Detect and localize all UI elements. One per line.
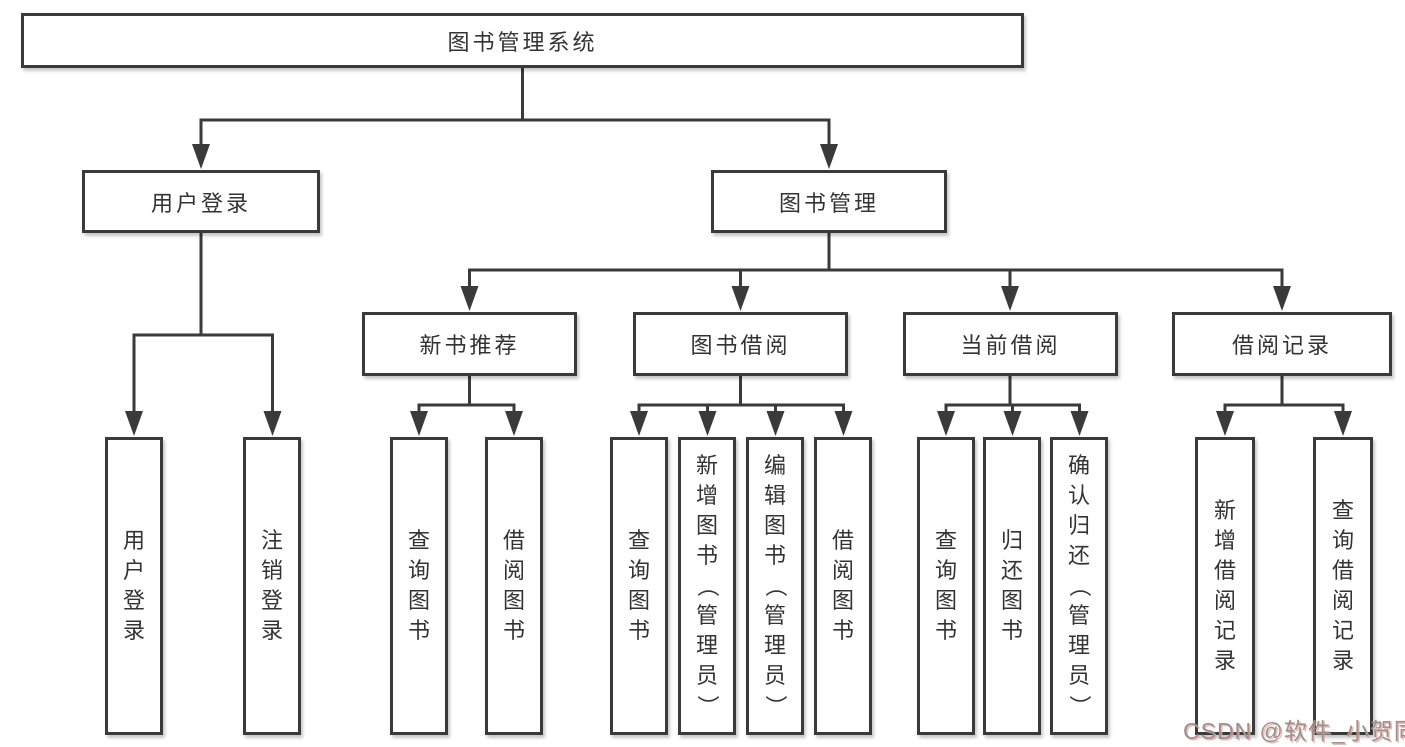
node-root-system: 图书管理系统 <box>21 13 1024 68</box>
leaf-borrow-books: 借阅图书 <box>814 437 872 735</box>
arrow-down-icon <box>125 411 143 436</box>
leaf-query-books-recommend: 查询图书 <box>390 437 448 735</box>
leaf-query-borrow-record: 查询借阅记录 <box>1313 437 1373 735</box>
node-label: 用户登录 <box>122 528 145 643</box>
node-label: 查询图书 <box>407 528 430 643</box>
arrow-down-icon <box>820 144 838 169</box>
arrow-down-icon <box>731 286 750 311</box>
connector-borrowing-records-split <box>1223 376 1345 418</box>
node-label: 图书管理系统 <box>447 29 598 55</box>
arrow-down-icon <box>766 411 785 436</box>
arrow-down-icon <box>410 411 428 436</box>
arrow-down-icon <box>1003 411 1022 436</box>
node-book-borrowing: 图书借阅 <box>633 312 848 376</box>
arrow-down-icon <box>1001 286 1019 311</box>
connector-new-book-recommend-split <box>417 376 516 418</box>
leaf-user-login: 用户登录 <box>105 437 163 735</box>
node-label: 借阅图书 <box>831 528 854 643</box>
node-label: 新增借阅记录 <box>1213 498 1236 673</box>
arrow-down-icon <box>698 411 717 436</box>
connector-group <box>132 68 1345 418</box>
arrow-down-icon <box>192 144 210 169</box>
leaf-query-books-borrow: 查询图书 <box>610 437 668 735</box>
node-label: 查询图书 <box>934 528 957 643</box>
connector-root-split <box>199 68 831 152</box>
node-new-book-recommend: 新书推荐 <box>362 312 577 376</box>
node-book-management: 图书管理 <box>711 170 947 233</box>
node-label: 图书借阅 <box>690 333 791 358</box>
node-label: 新书推荐 <box>419 333 520 358</box>
arrow-down-icon <box>630 411 648 436</box>
node-label: 注销登录 <box>260 528 283 643</box>
node-label: 查询图书 <box>627 528 650 643</box>
csdn-watermark: CSDN @软件_小贺同学 <box>1183 718 1405 744</box>
connector-current-borrowing-split <box>944 376 1081 418</box>
node-label: 查询借阅记录 <box>1331 498 1354 673</box>
leaf-add-borrow-record: 新增借阅记录 <box>1195 437 1255 735</box>
leaf-edit-book-admin: 编辑图书（管理员） <box>746 437 804 735</box>
arrow-down-icon <box>1273 286 1291 311</box>
node-label: 图书管理 <box>778 190 879 216</box>
arrow-down-icon <box>460 286 479 311</box>
arrow-down-icon <box>505 411 523 436</box>
leaf-borrow-books-recommend: 借阅图书 <box>485 437 543 735</box>
leaf-return-book: 归还图书 <box>983 437 1041 735</box>
connector-book-management-split <box>468 233 1284 294</box>
connector-user-login-split <box>132 233 274 418</box>
arrow-down-icon <box>834 411 853 436</box>
node-label: 编辑图书（管理员） <box>762 453 788 718</box>
node-label: 借阅记录 <box>1231 333 1332 358</box>
arrow-down-icon <box>937 411 955 436</box>
node-borrowing-records: 借阅记录 <box>1172 312 1392 376</box>
node-label: 用户登录 <box>150 190 251 216</box>
node-current-borrowing: 当前借阅 <box>903 312 1118 376</box>
arrow-down-icon <box>1334 411 1352 436</box>
leaf-query-books-current: 查询图书 <box>917 437 975 735</box>
node-label: 借阅图书 <box>502 528 525 643</box>
arrowhead-group <box>125 144 1352 436</box>
connector-book-borrowing-split <box>637 376 845 418</box>
arrow-down-icon <box>1070 411 1089 436</box>
node-user-login: 用户登录 <box>82 170 320 233</box>
leaf-confirm-return-admin: 确认归还（管理员） <box>1050 437 1108 735</box>
node-label: 归还图书 <box>1000 528 1023 643</box>
node-label: 确认归还（管理员） <box>1066 453 1092 718</box>
leaf-add-book-admin: 新增图书（管理员） <box>678 437 736 735</box>
node-label: 新增图书（管理员） <box>694 453 720 718</box>
arrow-down-icon <box>263 411 282 436</box>
leaf-user-logout: 注销登录 <box>243 437 301 735</box>
arrow-down-icon <box>1216 411 1234 436</box>
node-label: 当前借阅 <box>960 333 1061 358</box>
